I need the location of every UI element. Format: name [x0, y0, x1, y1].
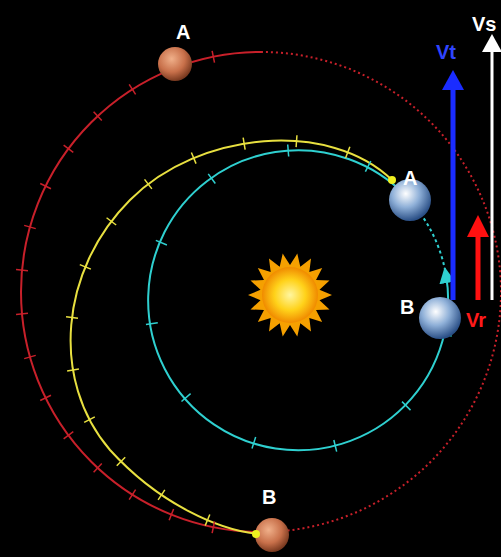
orbit-tick: [16, 313, 28, 314]
velocity-label: Vr: [466, 310, 486, 330]
orbit-tick: [158, 490, 165, 500]
earth-position-label: A: [403, 168, 417, 188]
orbit-tick: [94, 112, 102, 121]
transfer-orbit: [71, 141, 392, 534]
orbit-ticks: [16, 51, 452, 533]
mars-position-label: B: [262, 487, 276, 507]
orbit-tick: [24, 225, 36, 228]
vs-arrowhead: [482, 34, 501, 52]
orbit-tick: [117, 457, 125, 466]
vr-arrowhead: [467, 215, 489, 237]
orbit-tick: [208, 174, 215, 184]
orbit-tick: [145, 179, 152, 189]
earth-orbit: [148, 150, 448, 450]
orbit-tick: [346, 147, 350, 158]
mars-position-label: A: [176, 22, 190, 42]
orbit-tick: [334, 440, 337, 452]
earth-b: [419, 297, 461, 339]
mars-orbit: [21, 52, 261, 532]
mars-orbit-dotted: [261, 52, 501, 532]
orbit-tick: [66, 317, 78, 318]
sun-rays: [248, 254, 332, 337]
orbit-tick: [129, 490, 135, 500]
orbit-tick: [402, 402, 411, 410]
orbit-tick: [252, 437, 256, 448]
orbit-tick: [40, 183, 51, 188]
orbit-tick: [107, 218, 117, 225]
orbit-tick: [129, 84, 135, 94]
velocity-label: Vs: [472, 14, 496, 34]
orbit-tick: [287, 144, 289, 156]
vt-arrow: [451, 88, 456, 300]
vs-arrow: [491, 52, 494, 300]
sun: [262, 267, 318, 323]
earth-position-label: B: [400, 297, 414, 317]
orbit-tick: [243, 138, 245, 150]
orbit-tick: [212, 521, 214, 533]
orbit-tick: [84, 417, 95, 423]
orbit-tick: [94, 463, 102, 472]
orbit-tick: [181, 394, 190, 402]
orbit-tick: [191, 153, 196, 164]
orbit-tick: [212, 51, 214, 63]
spacecraft-dot: [388, 176, 396, 184]
vt-arrowhead: [442, 70, 464, 90]
orbit-tick: [24, 355, 36, 358]
vr-arrow: [476, 235, 481, 300]
orbit-tick: [146, 323, 158, 325]
orbit-tick: [365, 161, 370, 172]
orbit-tick: [169, 509, 173, 520]
orbit-tick: [156, 240, 167, 245]
mars-b: [255, 518, 289, 552]
orbit-tick: [295, 135, 297, 147]
mars-a: [158, 47, 192, 81]
orbit-tick: [64, 145, 74, 152]
spacecraft-dot: [252, 530, 260, 538]
orbit-tick: [16, 270, 28, 271]
orbit-tick: [67, 369, 79, 371]
velocity-label: Vt: [436, 42, 456, 62]
orbit-tick: [64, 432, 74, 439]
orbit-tick: [40, 395, 51, 400]
orbit-tick: [80, 265, 91, 270]
orbit-tick: [205, 515, 210, 526]
